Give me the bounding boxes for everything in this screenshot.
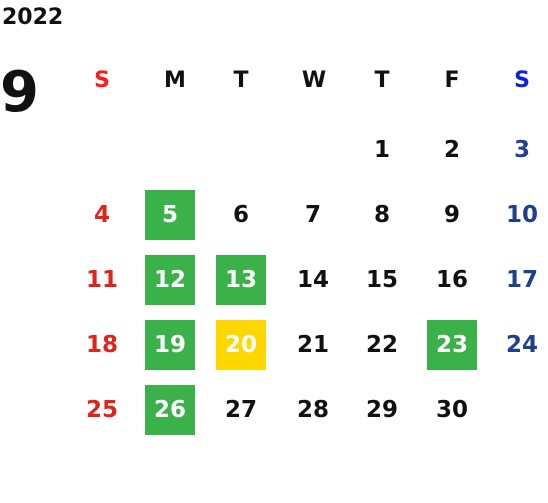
day-25: 25: [85, 397, 118, 423]
day-26: 26: [145, 385, 195, 435]
day-16: 16: [435, 267, 468, 293]
year-label: 2022: [2, 5, 64, 30]
day-15: 15: [365, 267, 398, 293]
day-5: 5: [145, 190, 195, 240]
day-13: 13: [216, 255, 266, 305]
day-23: 23: [427, 320, 477, 370]
weekday-friday: F: [444, 68, 460, 93]
day-30: 30: [435, 397, 468, 423]
day-14: 14: [296, 267, 329, 293]
weekday-sunday: S: [94, 68, 110, 93]
day-29: 29: [365, 397, 398, 423]
weekday-tuesday: T: [233, 68, 249, 93]
day-9: 9: [443, 202, 460, 228]
weekday-wednesday: W: [301, 68, 327, 93]
day-8: 8: [373, 202, 390, 228]
day-11: 11: [85, 267, 118, 293]
day-3: 3: [513, 137, 530, 163]
day-2: 2: [443, 137, 460, 163]
day-6: 6: [232, 202, 249, 228]
day-4: 4: [93, 202, 110, 228]
day-21: 21: [296, 332, 329, 358]
month-number: 9: [0, 60, 39, 125]
weekday-thursday: T: [374, 68, 390, 93]
day-10: 10: [505, 202, 538, 228]
weekday-monday: M: [164, 68, 186, 93]
day-17: 17: [505, 267, 538, 293]
day-19: 19: [145, 320, 195, 370]
day-28: 28: [296, 397, 329, 423]
day-27: 27: [224, 397, 257, 423]
day-20: 20: [216, 320, 266, 370]
day-24: 24: [505, 332, 538, 358]
day-22: 22: [365, 332, 398, 358]
day-7: 7: [304, 202, 321, 228]
day-12: 12: [145, 255, 195, 305]
weekday-saturday: S: [514, 68, 530, 93]
day-18: 18: [85, 332, 118, 358]
day-1: 1: [373, 137, 390, 163]
